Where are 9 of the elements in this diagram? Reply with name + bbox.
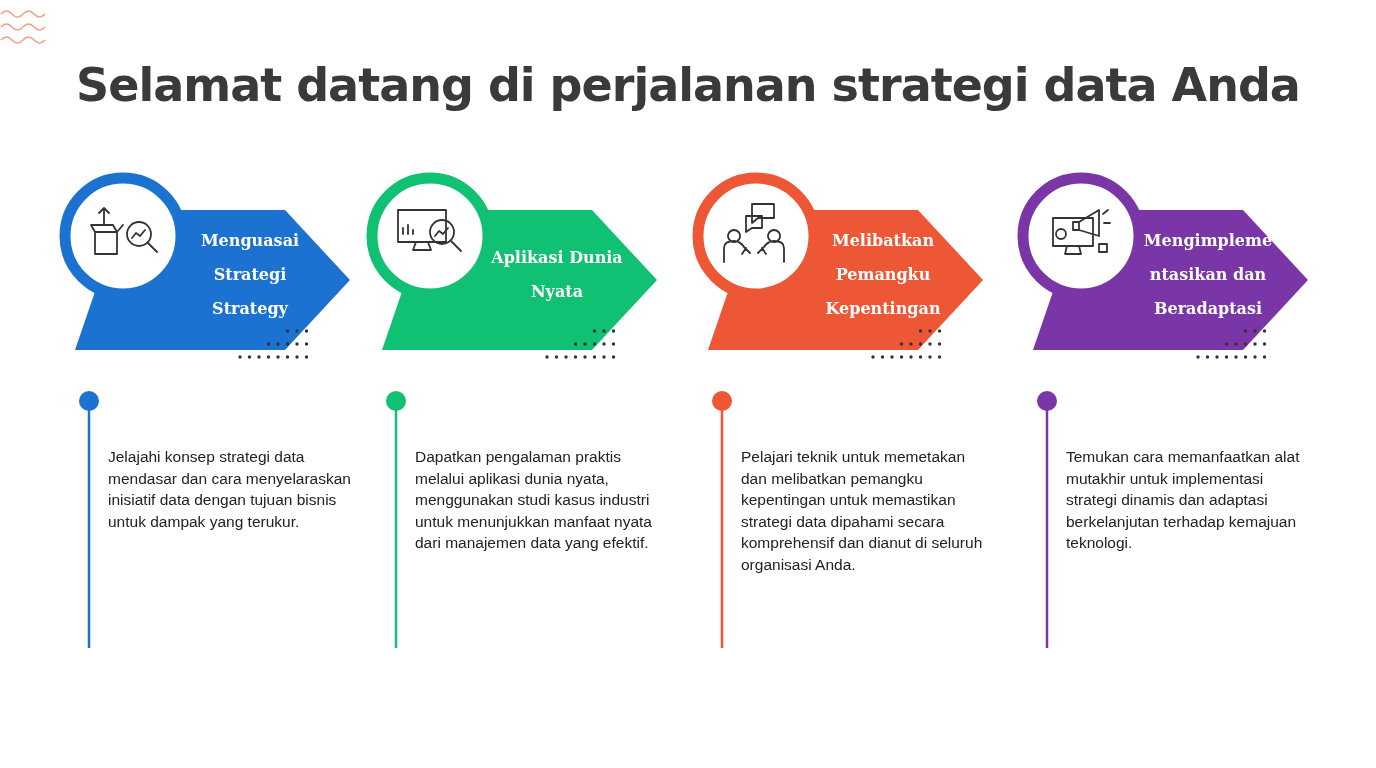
step-description: Pelajari teknik untuk memetakan dan melibatkan pemangku kepentingan untuk memastikan strategi data dipahami secara komprehensif dan dianut di seluruh organisasi Anda. <box>741 447 984 575</box>
step-description: Jelajahi konsep strategi data mendasar dan cara menyelaraskan inisiatif data dengan tujuan bisnis untuk dampak yang terukur. <box>108 447 352 532</box>
step-description: Dapatkan pengalaman praktis melalui aplikasi dunia nyata, menggunakan studi kasus industri untuk menunjukkan manfaat nyata dari manajemen data yang efektif. <box>415 447 653 553</box>
step-description: Temukan cara memanfaatkan alat mutakhir untuk implementasi strategi dinamis dan adaptasi berkelanjutan terhadap kemajuan teknologi. <box>1066 447 1301 553</box>
step-title: Mengimpleme ntasikan dan Beradaptasi <box>1142 230 1274 320</box>
step-title: Aplikasi Dunia Nyata <box>490 247 624 303</box>
page-title: Selamat datang di perjalanan strategi data Anda <box>75 58 1301 112</box>
step-title: Melibatkan Pemangku Kepentingan <box>824 230 942 320</box>
step-title: Menguasai Strategi Strategy <box>199 230 301 320</box>
